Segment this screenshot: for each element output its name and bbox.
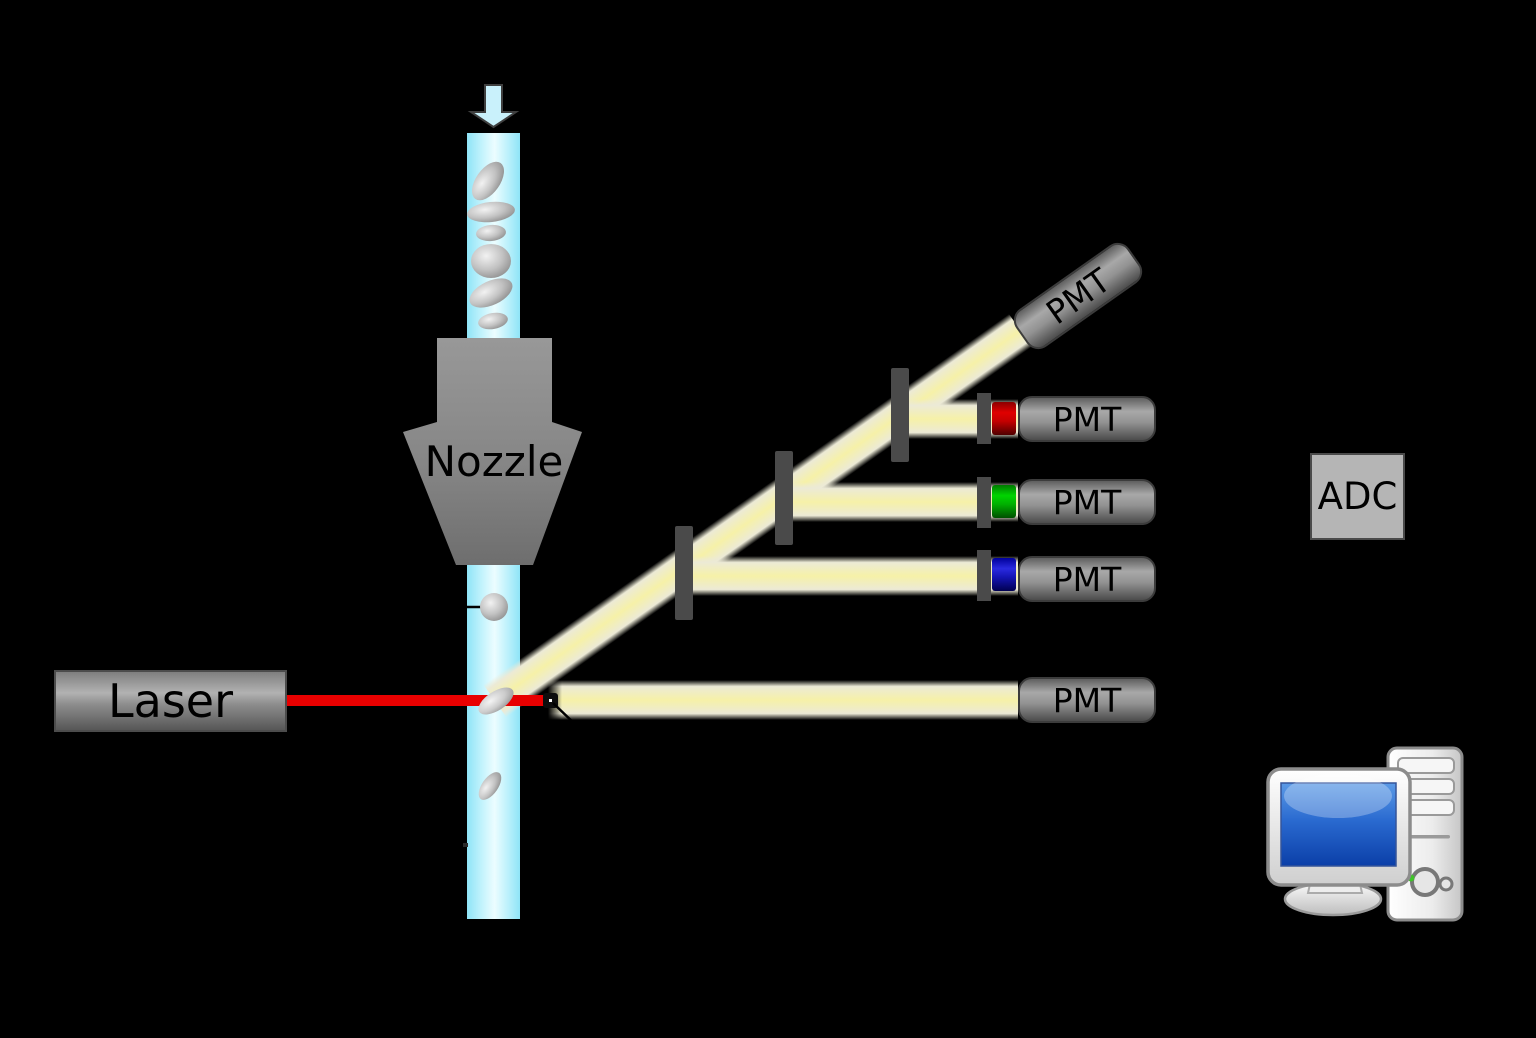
- nozzle-label: Nozzle: [424, 437, 564, 486]
- dichroic-mirror-1: [675, 526, 693, 620]
- filter-bar-blue: [977, 550, 991, 601]
- cell-at-interrogation-point: [478, 687, 514, 715]
- pmt-label: PMT: [1052, 680, 1122, 720]
- pmt-label: PMT: [1052, 482, 1122, 522]
- laser-source: Laser: [54, 670, 287, 732]
- pmt-detector-blue: PMT: [1018, 556, 1156, 602]
- blue-filter-block: [992, 558, 1016, 591]
- obscuration-leader-line: [552, 702, 602, 750]
- pmt-label: PMT: [1052, 399, 1122, 439]
- pmt-detector-forward-scatter: PMT: [1018, 677, 1156, 723]
- pmt-label: PMT: [1052, 559, 1122, 599]
- filter-bar-green: [977, 477, 991, 528]
- cells-in-stream: [467, 161, 515, 330]
- down-arrow-icon: [467, 84, 520, 129]
- adc-label: ADC: [1317, 475, 1398, 518]
- nozzle-body: [403, 338, 582, 565]
- green-filter-block: [992, 485, 1016, 518]
- desktop-computer-icon: [1266, 746, 1464, 922]
- adc-converter: ADC: [1310, 453, 1405, 540]
- single-cell: [480, 593, 508, 621]
- filter-bar-red: [977, 393, 991, 444]
- laser-label: Laser: [108, 674, 233, 728]
- pmt-detector-red: PMT: [1018, 396, 1156, 442]
- leader-tick: [463, 843, 468, 847]
- small-cell: [478, 772, 502, 800]
- dichroic-mirror-2: [775, 451, 793, 545]
- dichroic-mirror-3: [891, 368, 909, 462]
- red-filter-block: [992, 402, 1016, 435]
- pmt-detector-green: PMT: [1018, 479, 1156, 525]
- forward-scatter-beam: [548, 680, 1018, 720]
- laser-beam: [287, 695, 545, 706]
- beam-to-blue-detector: [682, 556, 1018, 596]
